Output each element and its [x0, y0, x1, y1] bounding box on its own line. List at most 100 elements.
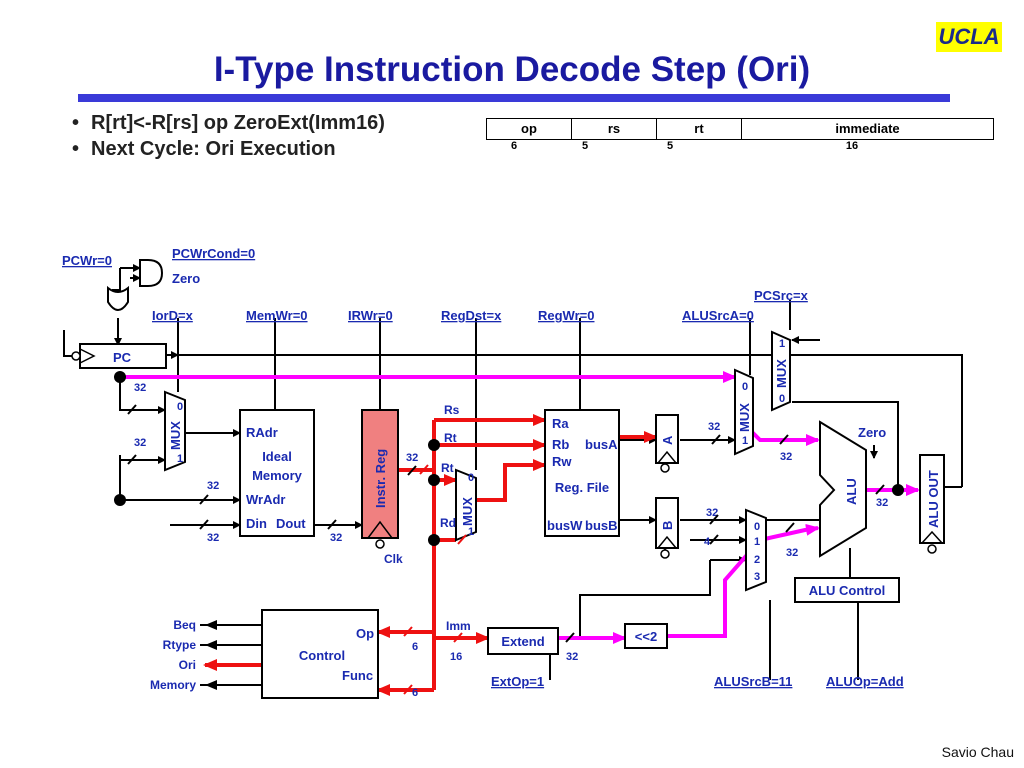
- mux-input-1: 1: [742, 435, 748, 447]
- wire-width-32: 32: [207, 480, 219, 492]
- signal-pcwrcond: PCWrCond=0: [172, 246, 255, 261]
- wire-width-6: 6: [412, 687, 418, 699]
- alu-control-label: ALU Control: [809, 583, 886, 598]
- alu-out-label: ALU OUT: [926, 470, 941, 528]
- wire-width-16: 16: [450, 651, 462, 663]
- ucla-logo: UCLA: [936, 22, 1002, 52]
- wire-label-imm: Imm: [446, 619, 471, 633]
- mux-input-0: 0: [779, 393, 785, 405]
- signal-zero-in: Zero: [172, 271, 200, 286]
- mux-input-0: 0: [754, 521, 760, 533]
- reg-b-label: B: [660, 521, 675, 530]
- author-footer: Savio Chau: [941, 744, 1014, 760]
- sign-extend: Extend: [487, 627, 559, 655]
- mux-input-0: 0: [177, 401, 183, 413]
- mux-label: MUX: [460, 497, 475, 526]
- alusrcb-mux: 0 1 2 3: [745, 508, 767, 592]
- signal-irwr: IRWr=0: [348, 308, 393, 323]
- mux-label: MUX: [774, 359, 789, 388]
- rf-title: Reg. File: [555, 480, 609, 495]
- pc-block: PC: [71, 343, 167, 369]
- rf-rb: Rb: [552, 437, 569, 452]
- bullet-item: Next Cycle: Ori Execution: [72, 138, 385, 164]
- format-field-immediate: immediate: [741, 119, 993, 139]
- wire-width-32: 32: [876, 497, 888, 509]
- signal-regdst: RegDst=x: [441, 308, 502, 323]
- register-b: B: [655, 497, 679, 559]
- alu-control: ALU Control: [794, 577, 900, 603]
- signal-pcwr: PCWr=0: [62, 253, 112, 268]
- wire-width-32: 32: [406, 452, 418, 464]
- mem-memory: Memory: [252, 468, 303, 483]
- title-underline: [78, 94, 950, 102]
- wire-label-rt: Rt: [441, 461, 454, 475]
- output-memory: Memory: [150, 678, 196, 692]
- wire-label-rt: Rt: [444, 431, 457, 445]
- control-op-port: Op: [356, 626, 374, 641]
- slide-title: I-Type Instruction Decode Step (Ori): [213, 50, 811, 89]
- alu-zero-label: Zero: [858, 425, 886, 440]
- mux-input-1: 1: [468, 526, 474, 538]
- pc-label: PC: [113, 350, 132, 365]
- instruction-format-table: op rs rt immediate 6 5 5 16: [486, 118, 994, 152]
- mux-input-0: 0: [742, 381, 748, 393]
- shift-left-2: <<2: [624, 623, 668, 649]
- alu-label: ALU: [844, 478, 859, 505]
- wire-labels: Rs Rt Rt Rd Imm 16 6 6 32 32 32 32 32 32…: [134, 382, 888, 699]
- register-file: Ra Rb Rw busA Reg. File busW busB: [544, 409, 620, 537]
- rf-rw: Rw: [552, 454, 572, 469]
- signal-memwr: MemWr=0: [246, 308, 308, 323]
- signal-aluop: ALUOp=Add: [826, 674, 904, 689]
- wire-width-32: 32: [207, 532, 219, 544]
- instruction-register: Instr. Reg Clk: [361, 409, 403, 566]
- wire-width-32: 32: [566, 651, 578, 663]
- register-a: A: [655, 414, 679, 473]
- wire-width-32: 32: [706, 507, 718, 519]
- signal-alusrca: ALUSrcA=0: [682, 308, 754, 323]
- format-field-op: op: [521, 121, 537, 136]
- mux-input-2: 2: [754, 554, 760, 566]
- pcwr-gates: [107, 259, 164, 311]
- mux-input-1: 1: [779, 338, 785, 350]
- rf-busb: busB: [585, 518, 618, 533]
- mux-label: MUX: [168, 421, 183, 450]
- format-field-rt: rt: [656, 119, 741, 139]
- mux-label: MUX: [737, 403, 752, 432]
- format-bits-rt: 5: [666, 140, 674, 152]
- mux-input-1: 1: [754, 536, 760, 548]
- wire-label-rs: Rs: [444, 403, 460, 417]
- decode-active-path: [203, 414, 658, 696]
- signal-iord: IorD=x: [152, 308, 194, 323]
- mem-ideal: Ideal: [262, 449, 292, 464]
- junction-dots: [114, 371, 904, 644]
- wire-width-6: 6: [412, 641, 418, 653]
- wire-width-32: 32: [786, 547, 798, 559]
- wire-width-32: 32: [330, 532, 342, 544]
- format-bits-rs: 5: [581, 140, 589, 152]
- signal-alusrcb: ALUSrcB=11: [714, 674, 792, 689]
- output-beq: Beq: [173, 618, 196, 632]
- control-label: Control: [299, 648, 345, 663]
- mux-input-0: 0: [468, 472, 474, 484]
- pcsrc-mux: 1 0 MUX: [771, 330, 791, 412]
- ctl-arrows: [205, 620, 217, 690]
- bullet-item: R[rt]<-R[rs] op ZeroExt(Imm16): [72, 112, 385, 138]
- output-rtype: Rtype: [163, 638, 197, 652]
- output-ori: Ori: [179, 658, 196, 672]
- mem-wradr: WrAdr: [246, 492, 285, 507]
- alu: ALU Zero: [819, 420, 886, 558]
- reg-a-label: A: [660, 435, 675, 445]
- alu-out-register: ALU OUT: [919, 454, 945, 554]
- ideal-memory: RAdr Ideal Memory WrAdr Din Dout: [239, 409, 315, 537]
- wire-width-32: 32: [134, 437, 146, 449]
- clk-label: Clk: [384, 552, 403, 566]
- extend-label: Extend: [501, 634, 544, 649]
- mem-dout: Dout: [276, 516, 306, 531]
- bullet-list: R[rt]<-R[rs] op ZeroExt(Imm16) Next Cycl…: [72, 112, 385, 164]
- wire-width-32: 32: [780, 451, 792, 463]
- wire-label-rd: Rd: [440, 516, 456, 530]
- rf-ra: Ra: [552, 416, 569, 431]
- ir-label: Instr. Reg: [373, 449, 388, 508]
- mux-input-3: 3: [754, 571, 760, 583]
